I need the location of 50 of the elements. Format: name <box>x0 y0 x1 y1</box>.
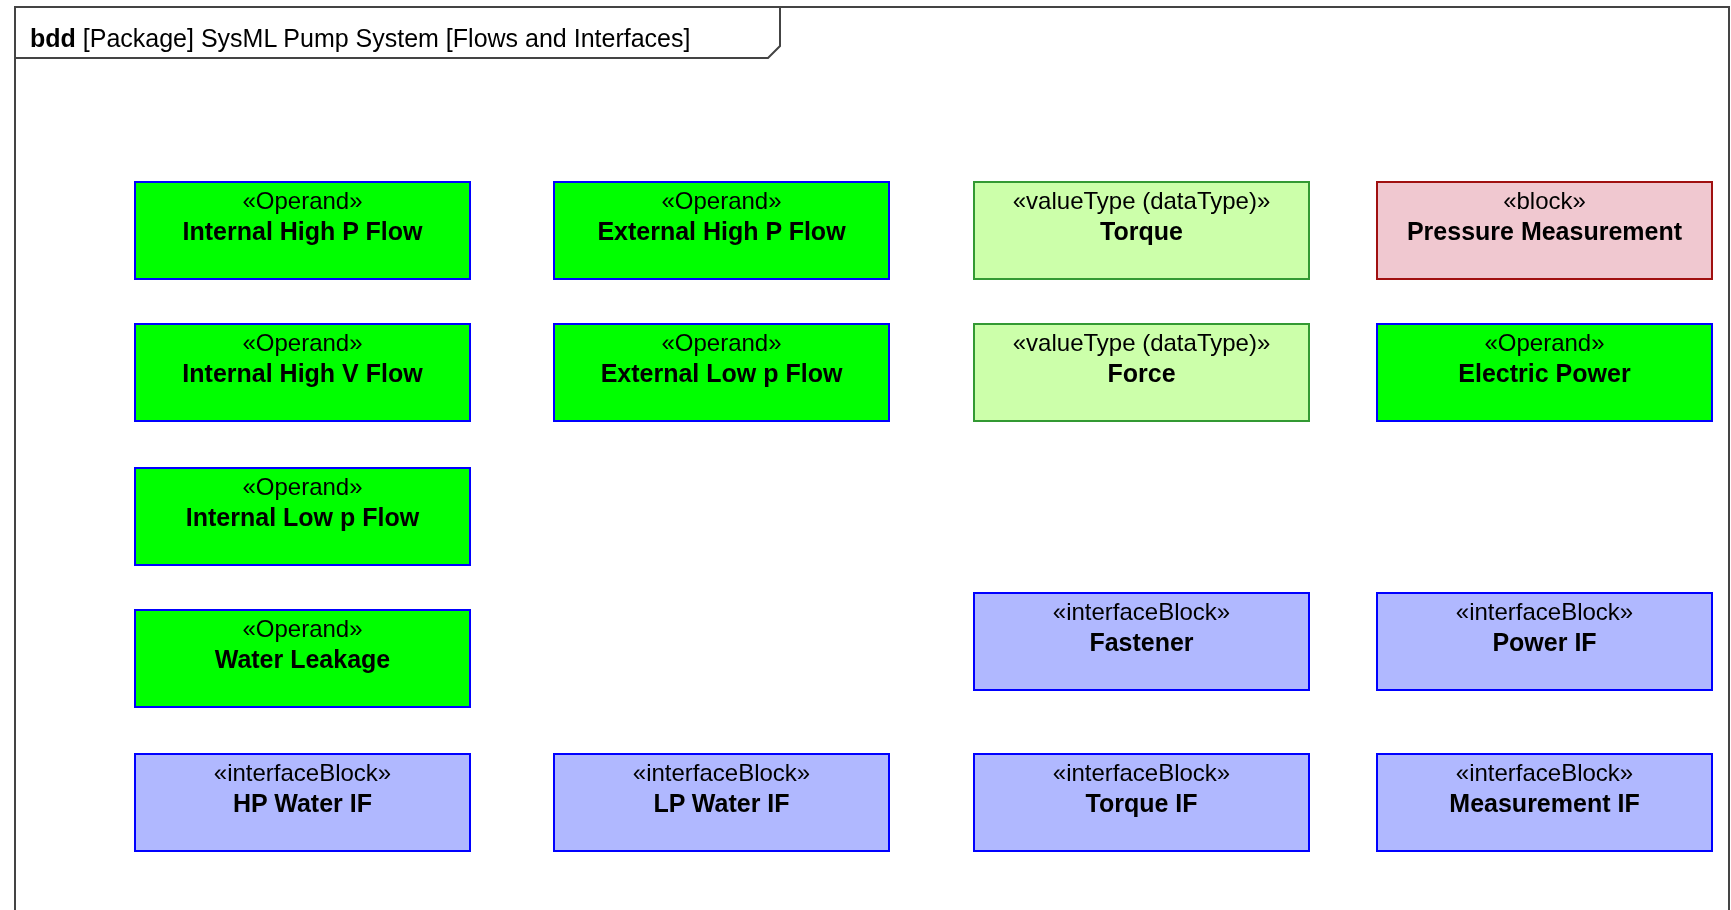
block-name: External High P Flow <box>597 216 846 247</box>
stereotype-label: «Operand» <box>661 187 782 215</box>
stereotype-label: «interfaceBlock» <box>632 759 811 787</box>
block-name: Torque <box>1100 216 1183 247</box>
block-name: Internal Low p Flow <box>185 502 420 533</box>
block-box <box>973 323 1310 422</box>
block-box <box>134 323 471 422</box>
block-box <box>973 181 1310 280</box>
stereotype-label: «valueType (dataType)» <box>1012 187 1271 215</box>
stereotype-label: «interfaceBlock» <box>1455 598 1634 626</box>
block-name: Fastener <box>1089 627 1194 658</box>
block-box <box>553 181 890 280</box>
block-box <box>553 753 890 852</box>
stereotype-label: «Operand» <box>661 329 782 357</box>
block-box <box>134 753 471 852</box>
stereotype-label: «Operand» <box>242 615 363 643</box>
block-box <box>553 323 890 422</box>
stereotype-label: «interfaceBlock» <box>213 759 392 787</box>
block-box <box>1376 323 1713 422</box>
stereotype-label: «interfaceBlock» <box>1052 759 1231 787</box>
block-name: Pressure Measurement <box>1406 216 1683 247</box>
block-name: Force <box>1107 358 1176 389</box>
block-name: Torque IF <box>1085 788 1198 819</box>
block-name: Water Leakage <box>214 644 391 675</box>
block-box <box>1376 181 1713 280</box>
stereotype-label: «Operand» <box>242 187 363 215</box>
block-name: Internal High P Flow <box>182 216 423 247</box>
block-name: Power IF <box>1492 627 1597 658</box>
block-name: Internal High V Flow <box>182 358 423 389</box>
stereotype-label: «block» <box>1503 187 1586 215</box>
stereotype-label: «valueType (dataType)» <box>1012 329 1271 357</box>
stereotype-label: «Operand» <box>1484 329 1605 357</box>
block-name: LP Water IF <box>653 788 790 819</box>
block-name: HP Water IF <box>233 788 372 819</box>
stereotype-label: «Operand» <box>242 329 363 357</box>
block-box <box>973 592 1310 691</box>
diagram-frame <box>14 6 1730 910</box>
block-name: External Low p Flow <box>600 358 843 389</box>
block-box <box>134 609 471 708</box>
block-box <box>134 467 471 566</box>
stereotype-label: «Operand» <box>242 473 363 501</box>
block-box <box>1376 753 1713 852</box>
stereotype-label: «interfaceBlock» <box>1455 759 1634 787</box>
block-name: Electric Power <box>1458 358 1631 389</box>
block-name: Measurement IF <box>1449 788 1640 819</box>
frame-title: bdd [Package] SysML Pump System [Flows and Interfaces] <box>30 24 691 53</box>
block-box <box>973 753 1310 852</box>
stereotype-label: «interfaceBlock» <box>1052 598 1231 626</box>
block-box <box>134 181 471 280</box>
block-box <box>1376 592 1713 691</box>
